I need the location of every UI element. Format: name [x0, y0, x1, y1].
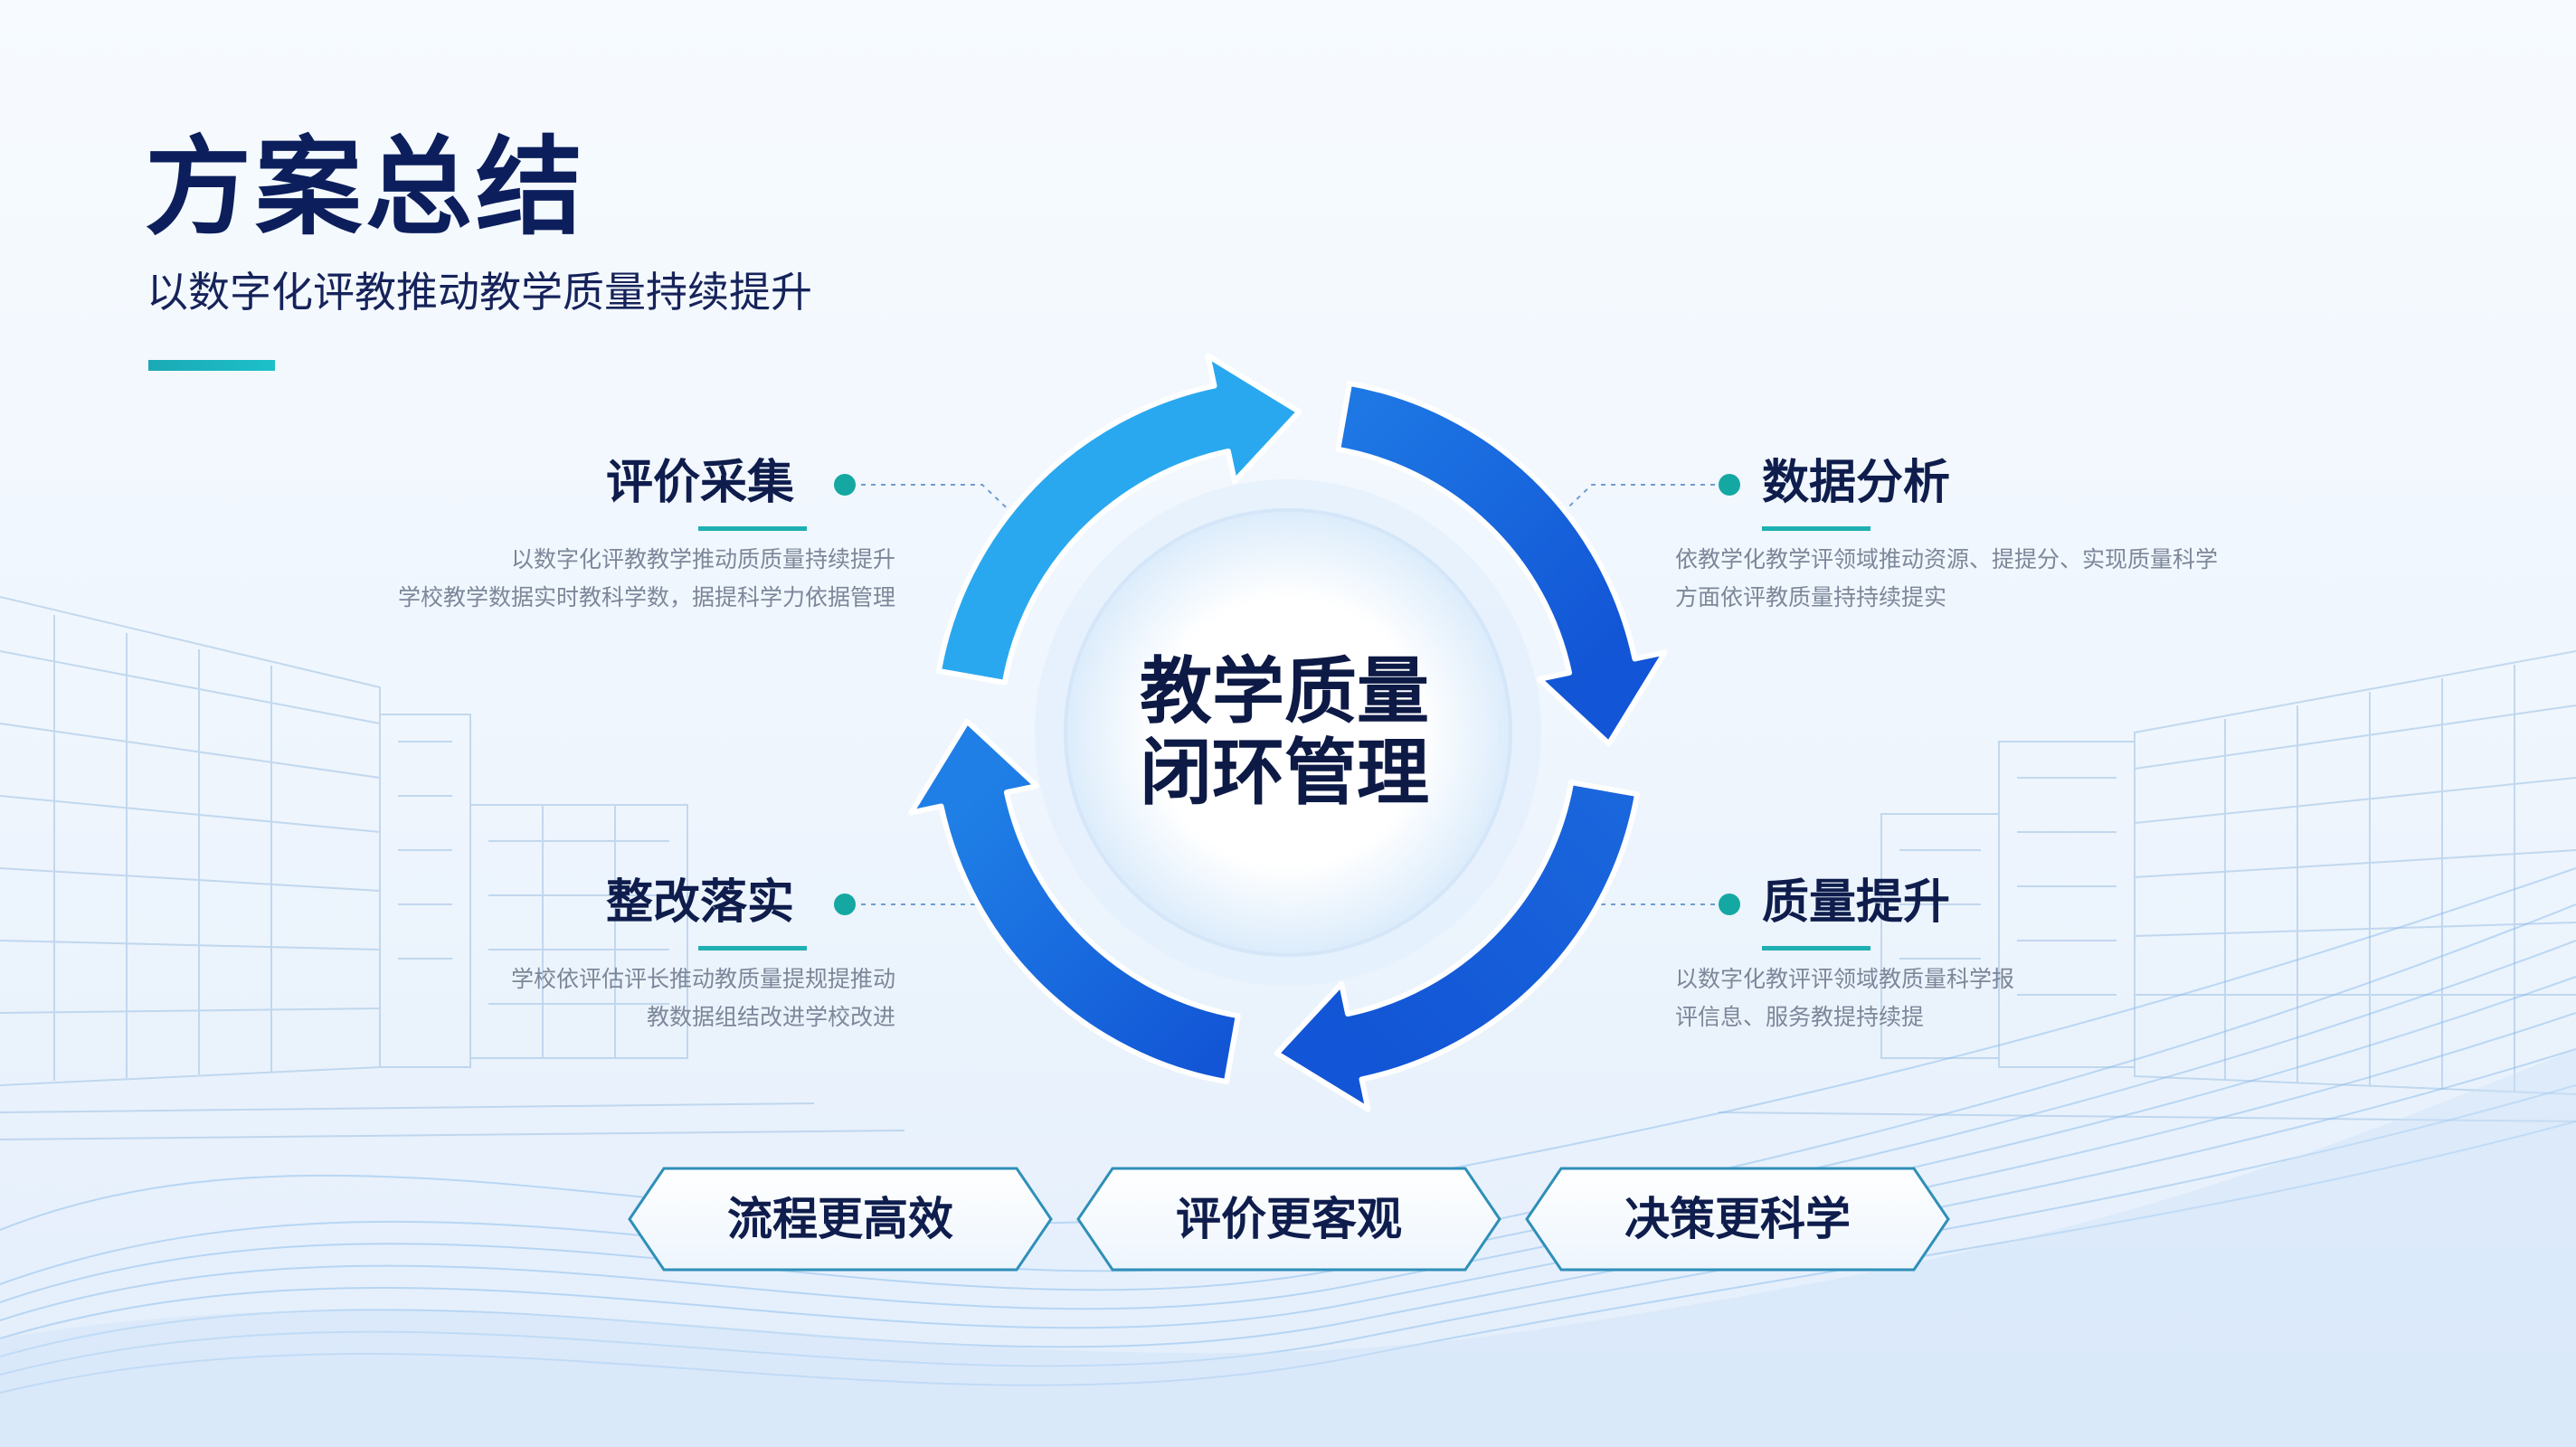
pill-objective-evaluation: 评价更客观 — [1076, 1167, 1501, 1272]
desc-line: 以数字化评教教学推动质质量持续提升 — [510, 546, 895, 572]
node-title: 质量提升 — [1762, 875, 1951, 930]
node-dot — [834, 474, 856, 496]
node-dot — [1719, 474, 1740, 496]
pill-shape — [628, 1167, 1053, 1272]
center-circle — [1065, 510, 1511, 955]
pill-label: 流程更高效 — [727, 1193, 953, 1245]
center-label: 教学质量 闭环管理 — [1103, 651, 1465, 813]
node-description: 以数字化教评评领域教质量科学报 评信息、服务教提持续提 — [1675, 960, 2272, 1036]
node-description: 学校依评估评长推动教质量提规提推动 教数据组结改进学校改进 — [298, 960, 895, 1036]
node-underline — [1762, 946, 1870, 950]
desc-line: 评信息、服务教提持续提 — [1675, 1004, 1925, 1030]
node-title: 整改落实 — [606, 875, 795, 930]
pill-label: 决策更科学 — [1624, 1193, 1851, 1245]
cycle-arrow-4 — [908, 718, 1241, 1085]
pill-shape — [1076, 1167, 1501, 1272]
node-title: 数据分析 — [1762, 456, 1951, 510]
center-label-line-2: 闭环管理 — [1140, 730, 1429, 815]
desc-line: 方面依评教质量持持续提实 — [1675, 584, 1947, 610]
left-building-art — [0, 596, 905, 1140]
center-label-line-1: 教学质量 — [1140, 649, 1429, 733]
pill-efficient-process: 流程更高效 — [628, 1167, 1053, 1272]
pill-shape — [1525, 1167, 1950, 1272]
cycle-arrow-2 — [1335, 380, 1668, 747]
right-building-art — [1718, 650, 2576, 1122]
node-description: 以数字化评教教学推动质质量持续提升 学校教学数据实时教科学数，据提科学力依据管理 — [298, 541, 895, 617]
desc-line: 学校教学数据实时教科学数，据提科学力依据管理 — [397, 584, 895, 610]
node-underline — [698, 946, 807, 950]
page-title: 方案总结 — [145, 125, 587, 250]
node-description: 依教学化教学评领域推动资源、提提分、实现质量科学 方面依评教质量持持续提实 — [1675, 541, 2272, 617]
node-dot — [834, 894, 856, 915]
cycle-arrow-3 — [1274, 780, 1641, 1112]
desc-line: 以数字化教评评领域教质量科学报 — [1675, 966, 2015, 992]
node-title: 评价采集 — [606, 456, 795, 510]
node-dot — [1719, 894, 1740, 915]
node-underline — [1762, 526, 1870, 531]
cycle-arrow-1 — [935, 353, 1302, 686]
title-accent-bar — [148, 360, 275, 371]
desc-line: 教数据组结改进学校改进 — [646, 1004, 895, 1030]
page-subtitle: 以数字化评教推动教学质量持续提升 — [147, 268, 812, 317]
node-underline — [698, 526, 807, 531]
pill-scientific-decision: 决策更科学 — [1525, 1167, 1950, 1272]
desc-line: 学校依评估评长推动教质量提规提推动 — [510, 966, 895, 992]
desc-line: 依教学化教学评领域推动资源、提提分、实现质量科学 — [1675, 546, 2219, 572]
pill-label: 评价更客观 — [1176, 1193, 1402, 1245]
